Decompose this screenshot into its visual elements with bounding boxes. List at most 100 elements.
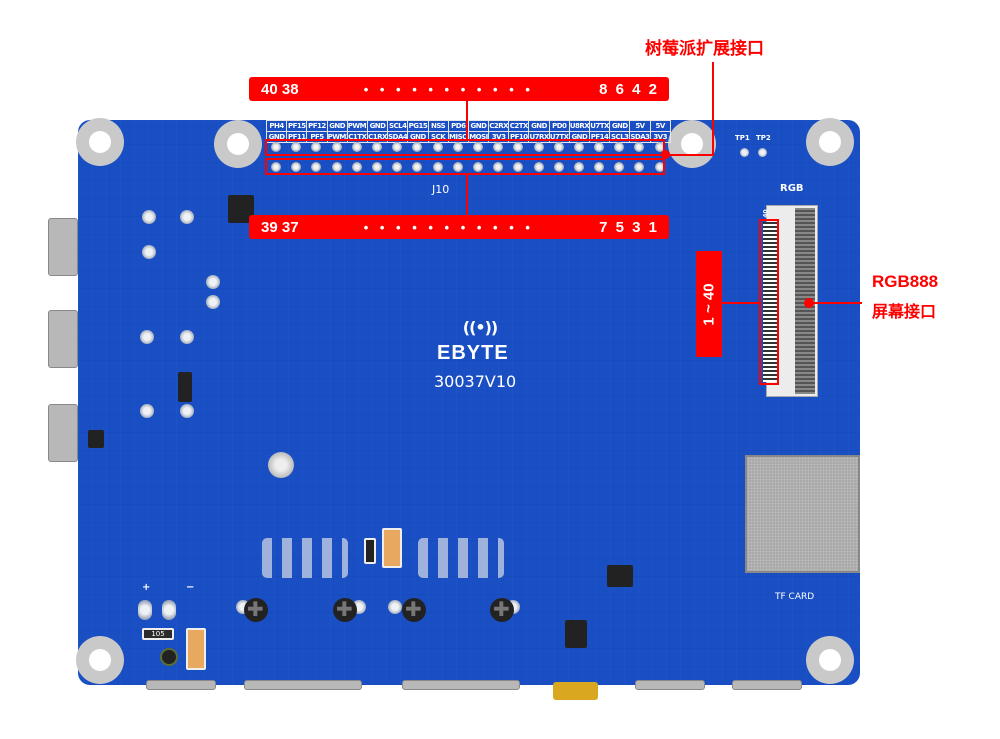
raspberry-pi-header-callout: 树莓派扩展接口 <box>645 39 764 59</box>
tp1-pad <box>740 148 749 157</box>
highlight-box-even-row <box>265 139 665 156</box>
fpc-pins <box>763 222 777 382</box>
power-minus-label: − <box>186 582 195 593</box>
pin-label: C2TX <box>509 121 530 132</box>
ic-chip-bottom-right <box>607 565 633 587</box>
ic-chip-left-small <box>88 430 104 448</box>
pin-label: 5V <box>650 121 671 132</box>
callout-dot <box>661 150 670 159</box>
pin-label: PWM1 <box>347 121 368 132</box>
solder-pad <box>140 404 154 418</box>
rgb-callout-dot <box>804 298 814 308</box>
pin-label: GND <box>327 121 348 132</box>
pin-label: NSS <box>428 121 449 132</box>
solder-pad <box>180 210 194 224</box>
pin-label: PD0 <box>549 121 570 132</box>
fpc-range-line <box>722 302 760 304</box>
fpc-pin-range-badge: 1 ~ 40 <box>696 251 722 357</box>
fpc-pin-range-label: 1 ~ 40 <box>700 282 718 326</box>
solder-pad <box>206 295 220 309</box>
mounting-hole-bottom-left <box>76 636 124 684</box>
solder-pad <box>180 330 194 344</box>
header-pins-even-row <box>266 142 670 152</box>
pin-label: GND <box>367 121 389 132</box>
usb-connector-left-2 <box>48 310 78 368</box>
callout-line-horizontal <box>666 154 714 156</box>
solder-pad <box>388 600 402 614</box>
screw-2 <box>333 597 357 622</box>
pin-label: PD6 <box>448 121 469 132</box>
pin-label: U7TX <box>590 121 611 132</box>
resistor <box>364 538 376 564</box>
capacitor <box>382 528 402 568</box>
mounting-hole-top-right <box>806 118 854 166</box>
solder-pad <box>140 330 154 344</box>
pin-label: SCL4 <box>388 121 409 132</box>
banner-even-dots: • • • • • • • • • • • <box>363 81 534 97</box>
pin-label: PH4 <box>267 121 288 132</box>
mounting-hole-top-right-inner <box>668 120 716 168</box>
highlight-box-fpc-pins <box>759 219 779 385</box>
pin-label: GND <box>610 121 631 132</box>
callout-line-vertical <box>712 62 714 156</box>
fpc-pin-40-mark: 40 <box>762 209 770 218</box>
solder-pad <box>142 245 156 259</box>
ebyte-logo: EBYTE <box>437 342 509 364</box>
header-pins-odd-row <box>266 162 670 172</box>
power-pad-plus <box>138 600 152 620</box>
pad-row-bottom-right <box>418 538 504 578</box>
board-model: 30037V10 <box>434 372 517 391</box>
rgb888-callout-line1: RGB888 <box>872 272 939 291</box>
mounting-hole-top-left <box>76 118 124 166</box>
banner-odd-right: 7 5 3 1 <box>599 218 657 236</box>
banner-odd-pins: 39 37 • • • • • • • • • • • 7 5 3 1 <box>249 215 669 239</box>
header-label-j10: J10 <box>432 183 450 196</box>
bottom-connector-hdmi-1 <box>244 680 362 690</box>
power-plus-label: + <box>142 582 151 593</box>
tf-card-label: TF CARD <box>775 592 815 602</box>
rgb888-callout-line2: 屏幕接口 <box>872 302 937 321</box>
pin-label: GND <box>468 121 490 132</box>
resistor-105: 105 <box>142 628 174 640</box>
tf-card-slot <box>745 455 860 573</box>
usb-connector-left-3 <box>48 404 78 462</box>
pin-label: PG15 <box>408 121 429 132</box>
rgb-callout-line <box>810 302 862 304</box>
tp1-label: TP1 <box>735 134 750 142</box>
usb-connector-left-1 <box>48 218 78 276</box>
rgb-label: RGB <box>780 183 804 194</box>
connector-line-bottom <box>466 175 468 215</box>
ic-chip-bottom-mid <box>565 620 587 648</box>
banner-even-pins: 40 38 • • • • • • • • • • • 8 6 4 2 <box>249 77 669 101</box>
pcb-board <box>78 120 860 685</box>
tp2-pad <box>758 148 767 157</box>
power-pad-minus <box>162 600 176 620</box>
tp2-label: TP2 <box>756 134 771 142</box>
ic-chip-mid-left <box>178 372 192 402</box>
screw-3 <box>402 597 426 622</box>
banner-even-left: 40 38 <box>261 80 299 98</box>
solder-pad <box>180 404 194 418</box>
capacitor-power <box>186 628 206 670</box>
pin-label: PF12 <box>307 121 328 132</box>
pin-label: PF15 <box>287 121 308 132</box>
bottom-connector-gold <box>553 682 598 700</box>
bottom-connector-power <box>146 680 216 690</box>
banner-odd-dots: • • • • • • • • • • • <box>363 219 534 235</box>
solder-pad <box>142 210 156 224</box>
pad-row-bottom-left <box>262 538 348 578</box>
pin-labels-top-row: PH4 PF15 PF12 GND PWM1 GND SCL4 PG15 NSS… <box>266 120 671 143</box>
pin-label: 5V <box>630 121 651 132</box>
highlight-box-odd-row <box>265 158 665 175</box>
screw-4 <box>490 597 514 622</box>
banner-even-right: 8 6 4 2 <box>599 80 657 98</box>
pin-label: U8RX <box>569 121 590 132</box>
banner-odd-left: 39 37 <box>261 218 299 236</box>
bottom-connector-usbc-1 <box>635 680 705 690</box>
pin-label: C2RX <box>489 121 510 132</box>
mounting-hole-bottom-right <box>806 636 854 684</box>
connector-line-top <box>466 101 468 139</box>
mounting-hole-top-mid <box>214 120 262 168</box>
screw-1 <box>244 597 268 622</box>
pin-label: GND <box>529 121 550 132</box>
